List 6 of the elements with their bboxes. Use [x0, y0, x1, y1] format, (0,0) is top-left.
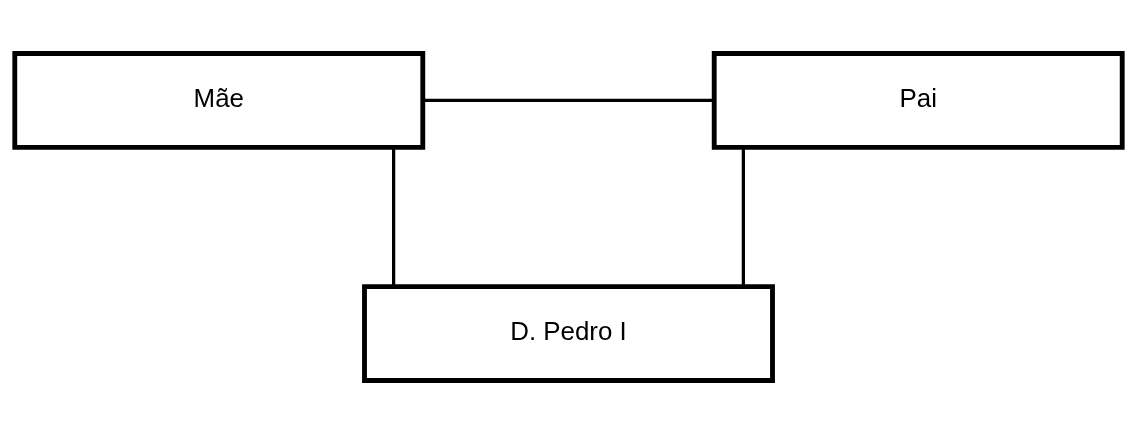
- node-box: Mãe: [12, 50, 426, 150]
- connector: [741, 147, 745, 286]
- connector: [392, 147, 396, 286]
- connector: [422, 98, 714, 102]
- node-box: D. Pedro I: [362, 283, 775, 383]
- node-box: Pai: [711, 50, 1125, 150]
